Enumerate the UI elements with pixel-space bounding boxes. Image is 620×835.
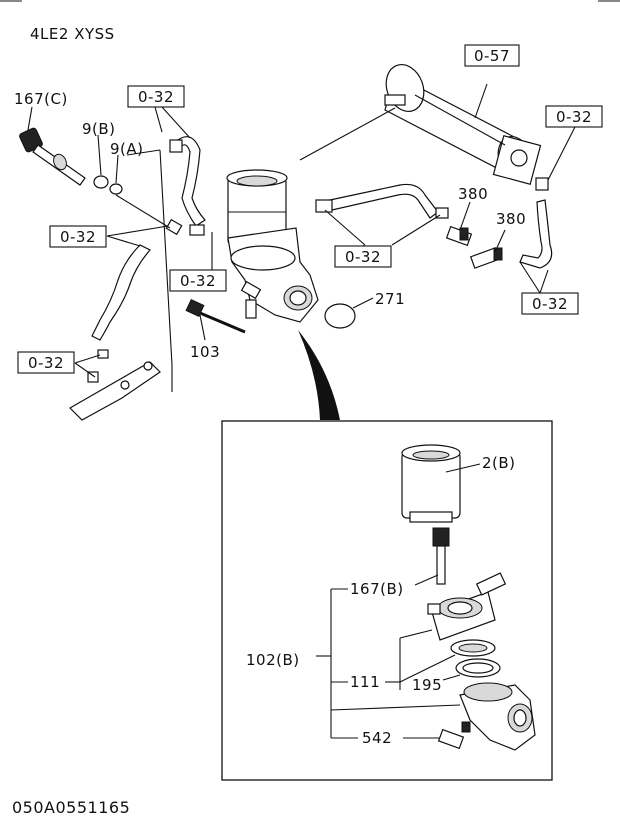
ref-box-0-32-center: 0-32 bbox=[334, 245, 392, 268]
callout-102b: 102(B) bbox=[246, 651, 300, 669]
ref-box-0-32-right-top: 0-32 bbox=[545, 105, 603, 128]
svg-text:0-32: 0-32 bbox=[60, 228, 96, 246]
model-code-label: 4LE2 XYSS bbox=[30, 25, 115, 43]
fitting-380-upper bbox=[445, 225, 473, 247]
svg-text:0-57: 0-57 bbox=[474, 47, 510, 65]
svg-text:0-32: 0-32 bbox=[532, 295, 568, 313]
svg-text:0-32: 0-32 bbox=[180, 272, 216, 290]
gasket-195-inner bbox=[462, 662, 494, 674]
oil-pipe-bracket bbox=[69, 349, 161, 421]
svg-text:0-32: 0-32 bbox=[28, 354, 64, 372]
o-ring-271 bbox=[324, 303, 356, 329]
callout-380-upper: 380 bbox=[458, 185, 488, 203]
gasket-9a bbox=[109, 183, 123, 195]
callout-195: 195 bbox=[412, 676, 442, 694]
ref-box-0-57: 0-57 bbox=[464, 44, 520, 67]
oil-pipe-left bbox=[91, 218, 183, 341]
bolt-103 bbox=[185, 298, 246, 334]
center-bolt-167b bbox=[432, 527, 450, 585]
filter-head bbox=[427, 572, 507, 641]
callout-9b: 9(B) bbox=[82, 120, 116, 138]
svg-text:0-32: 0-32 bbox=[138, 88, 174, 106]
callout-271: 271 bbox=[375, 290, 405, 308]
ref-box-0-32-left: 0-32 bbox=[49, 225, 107, 248]
callout-103: 103 bbox=[190, 343, 220, 361]
svg-text:0-32: 0-32 bbox=[556, 108, 592, 126]
gasket-9b bbox=[93, 175, 109, 189]
ref-box-0-32-bottom-left: 0-32 bbox=[17, 351, 75, 374]
gasket-111-inner bbox=[458, 643, 488, 653]
callout-9a: 9(A) bbox=[110, 140, 144, 158]
filter-adaptor bbox=[459, 682, 536, 751]
callout-380-lower: 380 bbox=[496, 210, 526, 228]
svg-text:0-32: 0-32 bbox=[345, 248, 381, 266]
oil-cooler bbox=[384, 64, 542, 185]
callout-111: 111 bbox=[350, 673, 380, 691]
ref-box-0-32-top: 0-32 bbox=[127, 85, 185, 108]
detail-pointer-arrow bbox=[298, 330, 340, 420]
oil-pipe-right bbox=[519, 177, 553, 269]
oil-pipe-upper bbox=[169, 136, 206, 236]
ref-box-0-32-right-bottom: 0-32 bbox=[521, 292, 579, 315]
callout-542: 542 bbox=[362, 729, 392, 747]
drawing-number-label: 050A0551165 bbox=[12, 798, 130, 817]
fitting-380-lower bbox=[469, 247, 503, 269]
ref-box-0-32-bracket: 0-32 bbox=[169, 269, 227, 292]
oil-filter-element bbox=[401, 444, 461, 523]
callout-167c: 167(C) bbox=[14, 90, 68, 108]
leader-lines-upper bbox=[27, 83, 576, 392]
fitting-542 bbox=[437, 721, 471, 750]
union-bolt-167c bbox=[19, 127, 86, 186]
leader-lines-detail bbox=[316, 574, 461, 739]
leader-2b bbox=[445, 463, 481, 473]
detail-view-frame bbox=[221, 420, 553, 781]
oil-pipe-middle bbox=[315, 183, 449, 219]
filter-head-bracket bbox=[227, 227, 319, 323]
callout-2b: 2(B) bbox=[482, 454, 516, 472]
callout-167b: 167(B) bbox=[350, 580, 404, 598]
